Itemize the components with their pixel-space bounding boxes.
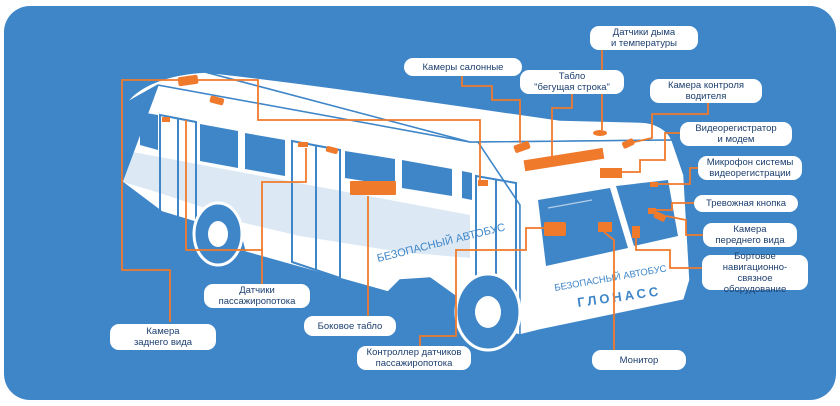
line-passenger-sensors xyxy=(185,120,263,288)
controller-device xyxy=(544,222,566,236)
cabin-camera-device-2 xyxy=(325,145,339,155)
label-ticker-board: Табло "бегущая строка" xyxy=(520,70,624,94)
line-navigation xyxy=(635,238,702,269)
passenger-sensor-1 xyxy=(162,117,170,122)
passenger-sensor-3 xyxy=(478,180,488,186)
line-cabin-cameras xyxy=(461,76,521,143)
smoke-sensor-device xyxy=(593,130,607,136)
side-stripe xyxy=(122,150,470,258)
side-windows xyxy=(140,112,472,200)
label-smoke-temperature-sensors: Датчики дыма и температуры xyxy=(590,26,698,50)
label-microphone: Микрофон системы видеорегистрации xyxy=(698,156,802,180)
label-monitor: Монитор xyxy=(592,350,686,370)
line-cabin-to-interior xyxy=(188,79,481,186)
front-board-device xyxy=(600,168,622,178)
side-board-device xyxy=(350,181,396,195)
line-microphone xyxy=(658,167,700,185)
driver-camera-device xyxy=(621,138,635,149)
line-controller xyxy=(419,227,546,346)
line-ticker xyxy=(551,93,573,158)
line-passenger-sensors-2 xyxy=(261,148,307,250)
front-camera-device xyxy=(653,211,667,222)
ticker-board-device xyxy=(523,147,605,172)
label-passenger-flow-controller: Контроллер датчиков пассажиропотока xyxy=(357,346,471,370)
microphone-device xyxy=(650,182,658,187)
label-passenger-flow-sensors: Датчики пассажиропотока xyxy=(204,284,310,308)
label-navigation-equipment: Бортовое навигационно- связное оборудова… xyxy=(702,251,808,295)
label-cabin-cameras: Камеры салонные xyxy=(404,58,522,76)
leader-lines xyxy=(121,48,709,350)
monitor-device xyxy=(598,222,612,232)
cabin-camera-device-3 xyxy=(513,141,531,153)
alarm-button-device xyxy=(648,208,656,214)
windscreen xyxy=(538,180,678,266)
line-monitor xyxy=(603,231,615,350)
label-front-camera: Камера переднего вида xyxy=(703,223,797,247)
passenger-sensor-2 xyxy=(298,142,308,147)
label-driver-camera: Камера контроля водителя xyxy=(650,79,762,103)
label-side-board: Боковое табло xyxy=(304,316,396,336)
line-dvr xyxy=(622,132,680,173)
cabin-camera-device-1 xyxy=(209,95,225,106)
devices xyxy=(162,74,667,238)
navigation-device xyxy=(632,226,640,238)
label-alarm-button: Тревожная кнопка xyxy=(694,195,798,212)
line-front-camera xyxy=(665,215,703,236)
line-alarm xyxy=(656,202,694,211)
line-rear-camera xyxy=(121,79,178,322)
label-rear-camera: Камера заднего вида xyxy=(110,324,216,350)
label-dvr-modem: Видеорегистратор и модем xyxy=(680,122,792,146)
line-driver-camera xyxy=(629,102,709,144)
